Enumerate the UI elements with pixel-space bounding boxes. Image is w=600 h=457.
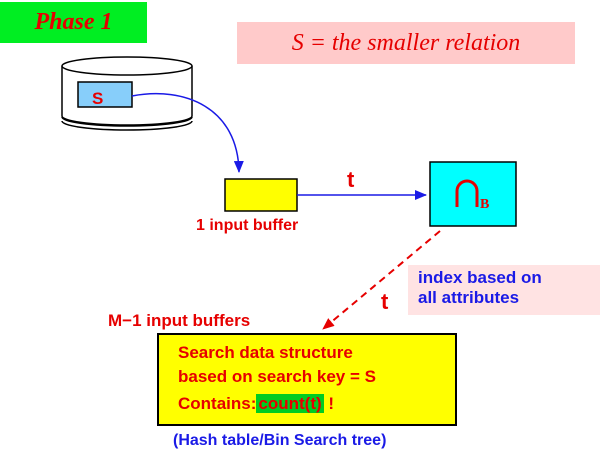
relation-s-block — [77, 81, 133, 108]
operator-subscript: B — [480, 197, 490, 212]
m-buffers-label: M−1 input buffers — [108, 311, 251, 330]
index-note: index based on all attributes — [418, 268, 542, 308]
tuple-label-bottom: t — [381, 289, 389, 314]
relation-s-label: S — [92, 89, 104, 108]
probe-arrow — [322, 230, 441, 330]
input-buffer-box — [224, 178, 298, 212]
contains-suffix: ! — [323, 394, 335, 413]
search-box-line3: Contains:count(t) ! — [178, 394, 334, 414]
phase-title: Phase 1 — [34, 9, 113, 35]
input-buffer-label: 1 input buffer — [196, 217, 299, 234]
search-box-line1: Search data structure — [178, 343, 353, 362]
index-note-background — [408, 265, 600, 315]
intersection-icon — [455, 179, 479, 207]
structure-note: (Hash table/Bin Search tree) — [173, 432, 387, 449]
contains-prefix: Contains: — [178, 394, 257, 413]
search-box-line2: based on search key = S — [178, 367, 376, 386]
index-note-line1: index based on — [418, 268, 542, 287]
relation-note-background — [237, 22, 575, 64]
load-arrow — [131, 92, 244, 173]
index-note-line2: all attributes — [418, 288, 520, 307]
tuple-label-top: t — [347, 167, 355, 192]
phase-tag-background — [0, 2, 147, 43]
intersection-operator-box — [429, 161, 517, 227]
relation-note: S = the smaller relation — [291, 30, 521, 56]
count-highlight: count(t) — [256, 394, 324, 413]
